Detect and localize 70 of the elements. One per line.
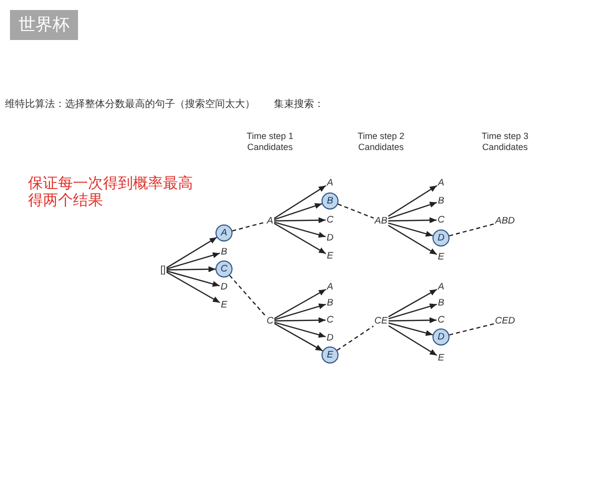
column-heading: Time step 1 Candidates	[246, 131, 294, 153]
sequence-label: AB	[374, 216, 388, 226]
candidate-letter: E	[220, 300, 228, 310]
sequence-label: A	[266, 216, 274, 226]
dashed-line	[336, 326, 374, 351]
circled-letter: B	[322, 192, 338, 210]
arrow	[274, 203, 322, 220]
arrow	[274, 222, 326, 254]
dashed-line	[449, 323, 494, 336]
note-text: 集束搜索：	[274, 99, 324, 111]
dashed-line	[232, 222, 266, 232]
candidate-letter: B	[220, 246, 228, 258]
arrow	[388, 222, 433, 237]
arrow	[388, 202, 437, 220]
arrow	[388, 322, 433, 336]
candidate-letter: C	[436, 314, 446, 326]
arrow	[166, 252, 220, 270]
candidate-letter: C	[326, 314, 334, 326]
arrow	[274, 217, 326, 224]
arrow	[388, 217, 437, 224]
title-banner: 世界杯	[10, 10, 78, 40]
candidate-letter: C	[436, 214, 446, 226]
arrow	[274, 303, 326, 320]
candidate-letter: E	[436, 252, 446, 262]
annotation-text: 保证每一次得到概率最高得两个结果	[28, 175, 194, 209]
candidate-letter: B	[436, 196, 446, 206]
arrow	[388, 325, 438, 356]
arrow	[274, 322, 326, 338]
candidate-letter: E	[436, 352, 446, 364]
sequence-label: []	[159, 264, 167, 276]
candidate-letter: D	[326, 332, 334, 344]
arrow	[166, 272, 220, 304]
arrow	[166, 236, 218, 268]
circled-letter: D	[432, 328, 450, 346]
sequence-label: CE	[373, 316, 389, 326]
column-heading: Time step 2 Candidates	[356, 131, 406, 153]
candidate-letter: A	[326, 282, 334, 292]
candidate-letter: E	[326, 250, 334, 262]
arrow	[388, 288, 438, 318]
candidate-letter: C	[326, 214, 334, 226]
column-heading: Time step 3 Candidates	[480, 131, 530, 153]
arrow	[274, 222, 326, 238]
arrow	[274, 185, 326, 219]
circled-letter: E	[322, 346, 338, 364]
arrow	[388, 303, 437, 320]
sequence-label: ABD	[494, 216, 516, 226]
arrow	[166, 266, 216, 272]
dashed-line	[449, 223, 494, 236]
candidate-letter: D	[220, 282, 228, 292]
candidate-letter: A	[436, 178, 446, 188]
sequence-label: CED	[494, 316, 516, 326]
dashed-line	[229, 275, 266, 316]
note-text: 维特比算法：选择整体分数最高的句子（搜索空间太大）	[5, 99, 255, 111]
arrow	[274, 288, 326, 320]
arrow	[388, 224, 438, 256]
circled-letter: A	[216, 224, 232, 242]
dashed-line	[338, 204, 374, 219]
sequence-label: C	[266, 316, 274, 326]
arrow	[166, 270, 220, 287]
circled-letter: D	[432, 230, 450, 246]
candidate-letter: B	[436, 298, 446, 308]
arrow	[388, 317, 437, 324]
candidate-letter: D	[326, 232, 334, 244]
arrow	[274, 317, 326, 324]
candidate-letter: A	[326, 178, 334, 188]
candidate-letter: A	[436, 282, 446, 292]
arrow	[274, 322, 323, 352]
candidate-letter: B	[326, 298, 334, 308]
circled-letter: C	[216, 260, 232, 278]
arrow	[388, 185, 438, 217]
